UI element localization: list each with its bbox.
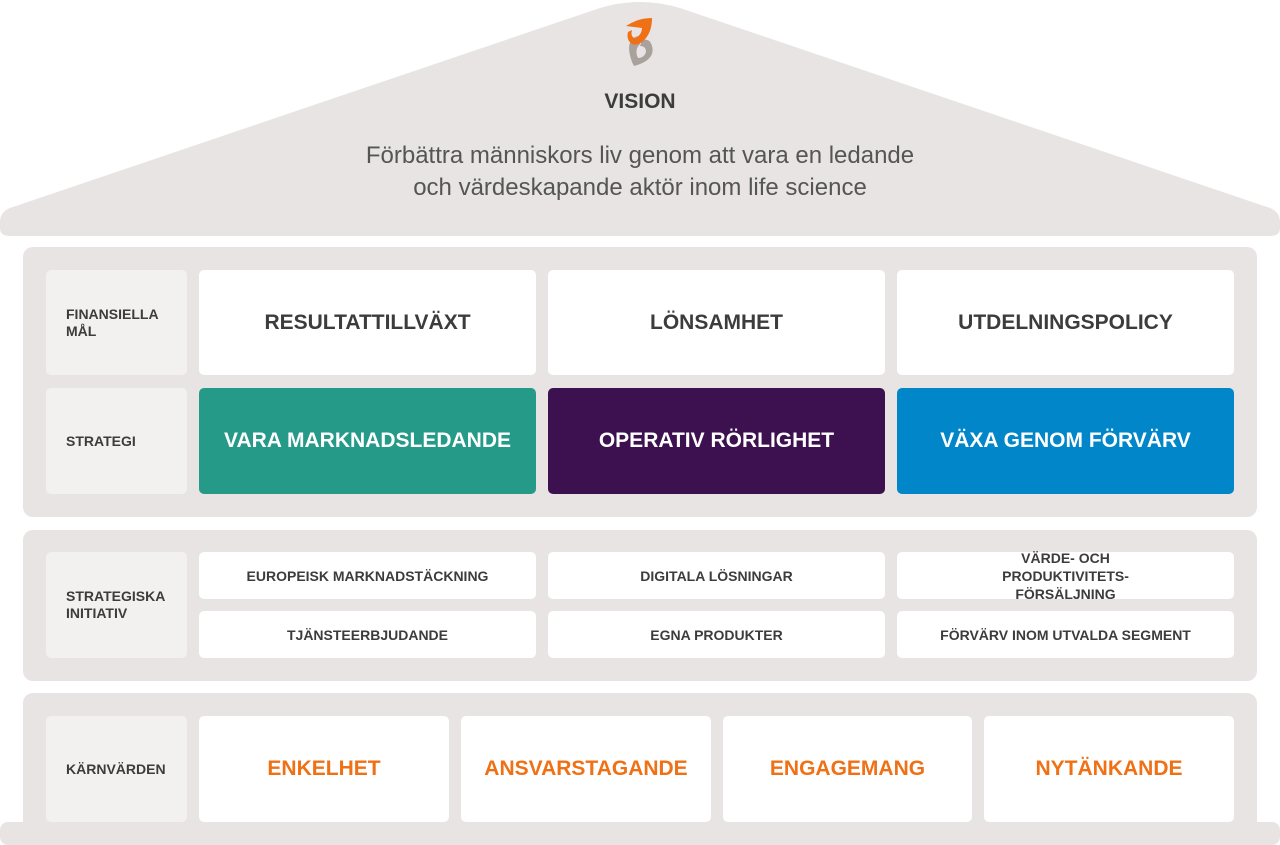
- strategy-market-leading: VARA MARKNADSLEDANDE: [199, 388, 536, 494]
- initiative-item: TJÄNSTEERBJUDANDE: [199, 611, 536, 658]
- initiatives-label: STRATEGISKA INITIATIV: [46, 552, 187, 658]
- goal-dividend-policy: UTDELNINGSPOLICY: [897, 270, 1234, 375]
- goal-profitability: LÖNSAMHET: [548, 270, 885, 375]
- financial-goals-label: FINANSIELLA MÅL: [46, 270, 187, 375]
- strategy-operational-agility: OPERATIV RÖRLIGHET: [548, 388, 885, 494]
- vision-title: VISION: [604, 90, 676, 113]
- initiative-item: EGNA PRODUKTER: [548, 611, 885, 658]
- initiative-item: FÖRVÄRV INOM UTVALDA SEGMENT: [897, 611, 1234, 658]
- core-value-responsibility: ANSVARSTAGANDE: [461, 716, 711, 822]
- strategy-label: STRATEGI: [46, 388, 187, 494]
- core-value-simplicity: ENKELHET: [199, 716, 449, 822]
- core-value-innovation: NYTÄNKANDE: [984, 716, 1234, 822]
- vision-line-2: och värdeskapande aktör inom life scienc…: [413, 174, 867, 201]
- initiative-item: VÄRDE- OCH PRODUKTIVITETS-FÖRSÄLJNING: [897, 550, 1234, 602]
- vision-statement: Förbättra människors liv genom att vara …: [0, 140, 1280, 204]
- core-value-engagement: ENGAGEMANG: [723, 716, 972, 822]
- initiative-item: EUROPEISK MARKNADSTÄCKNING: [199, 552, 536, 599]
- strategy-growth-acquisitions: VÄXA GENOM FÖRVÄRV: [897, 388, 1234, 494]
- foundation: [0, 822, 1280, 845]
- initiative-item: DIGITALA LÖSNINGAR: [548, 552, 885, 599]
- vision-line-1: Förbättra människors liv genom att vara …: [365, 142, 915, 169]
- roof: [0, 2, 1280, 236]
- goal-result-growth: RESULTATTILLVÄXT: [199, 270, 536, 375]
- logo-icon: [626, 18, 653, 66]
- core-values-label: KÄRNVÄRDEN: [46, 716, 187, 822]
